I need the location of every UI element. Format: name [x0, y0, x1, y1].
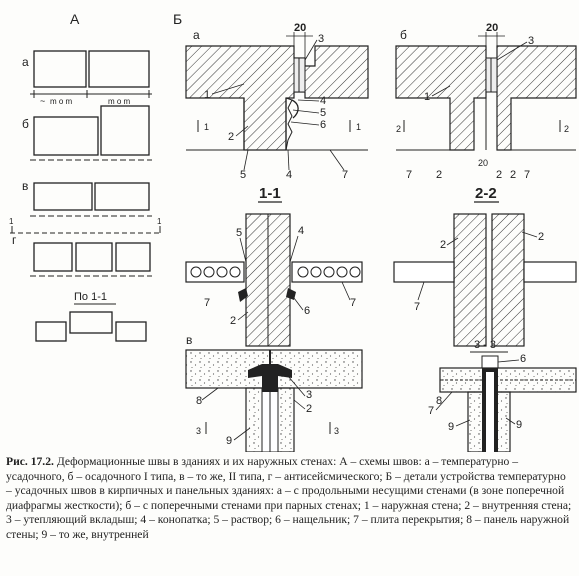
detail-v-panel: в 8 3 2 9 3 3 [185, 333, 363, 452]
callout-as-5: 5 [236, 227, 242, 239]
dim-20-a: 20 [294, 22, 306, 34]
callout-v-8: 8 [196, 395, 202, 407]
callout-b-3: 3 [528, 35, 534, 47]
deformation-joints-figure: А а ~ m o m m o m б в г 1 1 [9, 11, 577, 452]
dim-right: m o m [108, 97, 131, 106]
callout-as-7-left: 7 [204, 297, 210, 309]
panel-label-A: А [70, 11, 80, 27]
mark-1-1-right: 1 [157, 217, 162, 226]
sec-2-2-mark-left: 2 [396, 124, 401, 134]
callout-as-2: 2 [230, 315, 236, 327]
scheme-label-a: а [22, 55, 29, 69]
callout-bs-2-left: 2 [440, 239, 446, 251]
callout-33-9-right: 9 [516, 419, 522, 431]
sec-1-1-mark-left: 1 [204, 122, 209, 132]
callout-a-5: 5 [320, 107, 326, 119]
detail-label-b: б [400, 28, 407, 42]
detail-b-plan: б 20 20 3 1 2 2 7 2 2 2 7 2-2 [395, 22, 577, 203]
callout-b-7-right: 7 [524, 169, 530, 181]
mark-1-1-left: 1 [9, 217, 14, 226]
scheme-label-b: б [22, 117, 29, 131]
sec-3-3-mark-left: 3 [196, 426, 201, 436]
detail-a-section: 5 4 7 2 6 7 [185, 213, 363, 347]
callout-a-7: 7 [342, 169, 348, 181]
section-title-2-2-detail: 2-2 [475, 185, 497, 202]
section-title-1-1: По 1-1 [74, 291, 107, 303]
section-title-3-3-detail: 3 - 3 [474, 339, 496, 351]
caption-text: Деформационные швы в зданиях и их наружн… [6, 455, 572, 541]
callout-a-2: 2 [228, 131, 234, 143]
callout-v-9: 9 [226, 435, 232, 447]
detail-label-v: в [186, 333, 192, 347]
callout-b-7-left: 7 [406, 169, 412, 181]
sec-1-1-mark-right: 1 [356, 122, 361, 132]
scheme-label-v: в [22, 179, 28, 193]
dim-left: ~ [40, 96, 45, 106]
callout-as-7-right: 7 [350, 297, 356, 309]
panel-label-B: Б [173, 11, 182, 27]
callout-bs-2-right: 2 [538, 231, 544, 243]
callout-a-1: 1 [204, 89, 210, 101]
scheme-section-1-1: По 1-1 [35, 291, 147, 342]
detail-section-3-3: 3 - 3 6 7 8 9 9 [428, 339, 577, 452]
callout-b-2-mid: 2 [496, 169, 502, 181]
callout-b-2-right: 2 [510, 169, 516, 181]
scheme-v: в [22, 179, 152, 217]
callout-a-5b: 5 [240, 169, 246, 181]
callout-v-3: 3 [306, 389, 312, 401]
scheme-label-g: г [12, 233, 17, 247]
callout-b-2-left: 2 [436, 169, 442, 181]
callout-as-4: 4 [298, 225, 304, 237]
callout-a-4b: 4 [286, 169, 292, 181]
figure-caption: Рис. 17.2. Деформационные швы в зданиях … [6, 455, 574, 543]
caption-number: Рис. 17.2. [6, 455, 54, 468]
dim-20-b: 20 [486, 22, 498, 34]
scheme-g: г 1 1 [9, 217, 162, 277]
callout-33-8: 8 [436, 395, 442, 407]
callout-33-7: 7 [428, 405, 434, 417]
dim-mid: m o m [50, 97, 73, 106]
callout-a-3: 3 [318, 33, 324, 45]
sec-3-3-mark-right: 3 [334, 426, 339, 436]
detail-label-a: а [193, 28, 200, 42]
callout-as-6: 6 [304, 305, 310, 317]
scheme-a: а ~ m o m m o m [22, 50, 152, 106]
callout-v-2: 2 [306, 403, 312, 415]
callout-33-9-left: 9 [448, 421, 454, 433]
section-title-1-1-detail: 1-1 [259, 185, 281, 202]
callout-a-4: 4 [320, 95, 326, 107]
callout-bs-7: 7 [414, 301, 420, 313]
scheme-b: б [22, 105, 152, 161]
callout-33-6: 6 [520, 353, 526, 365]
detail-b-section: 2 2 7 [393, 213, 577, 347]
callout-a-6: 6 [320, 119, 326, 131]
sec-2-2-mark-right: 2 [564, 124, 569, 134]
detail-a-plan: а 20 1 1 1 2 3 4 5 6 [185, 22, 369, 203]
dim-20-b-lower: 20 [478, 158, 488, 168]
callout-b-1: 1 [424, 91, 430, 103]
